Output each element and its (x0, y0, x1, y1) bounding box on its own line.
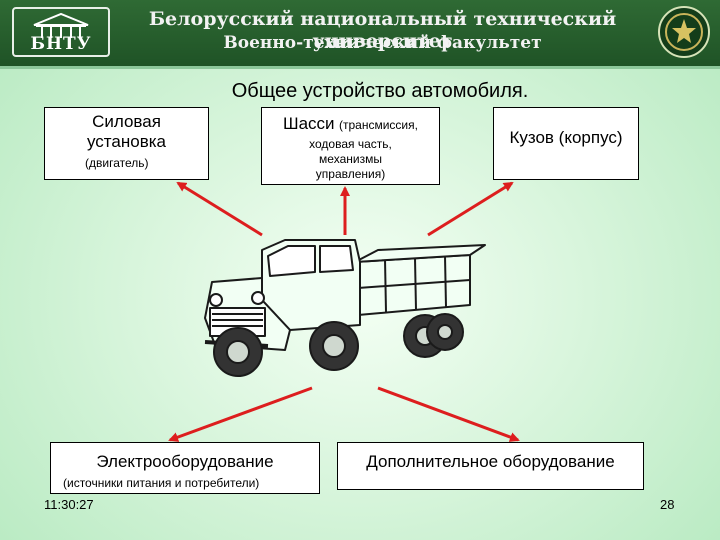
arrow-to-power-unit (176, 181, 263, 237)
electrical-box: Электрооборудование (источники питания и… (50, 442, 320, 494)
university-name: Белорусский национальный технический уни… (148, 8, 617, 52)
university-logo: БНТУ (12, 7, 110, 57)
arrow-to-electrical (168, 386, 313, 442)
arrow-to-body (427, 181, 514, 237)
slide-title: Общее устройство автомобиля. (231, 80, 529, 102)
slide-time: 11:30:27 (44, 497, 94, 512)
power-unit-sub: (двигатель) (85, 156, 149, 170)
additional-equipment-label: Дополнительное оборудование (366, 452, 615, 471)
power-unit-label: Силовая установка (87, 112, 166, 151)
body-label: Кузов (корпус) (509, 128, 623, 147)
faculty-emblem (658, 6, 710, 58)
chassis-sub: ходовая часть, механизмы управления) (309, 137, 392, 181)
chassis-label: Шасси (283, 114, 335, 133)
chassis-box: Шасси (трансмиссия, ходовая часть, механ… (261, 107, 440, 185)
page-number: 28 (660, 497, 675, 512)
chassis-sub-inline: (трансмиссия, (339, 118, 418, 132)
power-unit-box: Силовая установка (двигатель) (44, 107, 209, 180)
arrow-to-additional (377, 386, 520, 442)
header-bar: БНТУ Белорусский национальный технически… (0, 0, 720, 66)
emblem-icon (665, 13, 703, 51)
body-box: Кузов (корпус) (493, 107, 639, 180)
header-divider (0, 66, 720, 69)
building-icon (33, 12, 89, 38)
truck-illustration (204, 239, 486, 377)
electrical-label: Электрооборудование (96, 452, 274, 471)
logo-text: БНТУ (30, 34, 92, 54)
faculty-name: Военно-технический факультет (223, 33, 542, 53)
electrical-sub: (источники питания и потребители) (63, 476, 260, 490)
additional-equipment-box: Дополнительное оборудование (337, 442, 644, 490)
